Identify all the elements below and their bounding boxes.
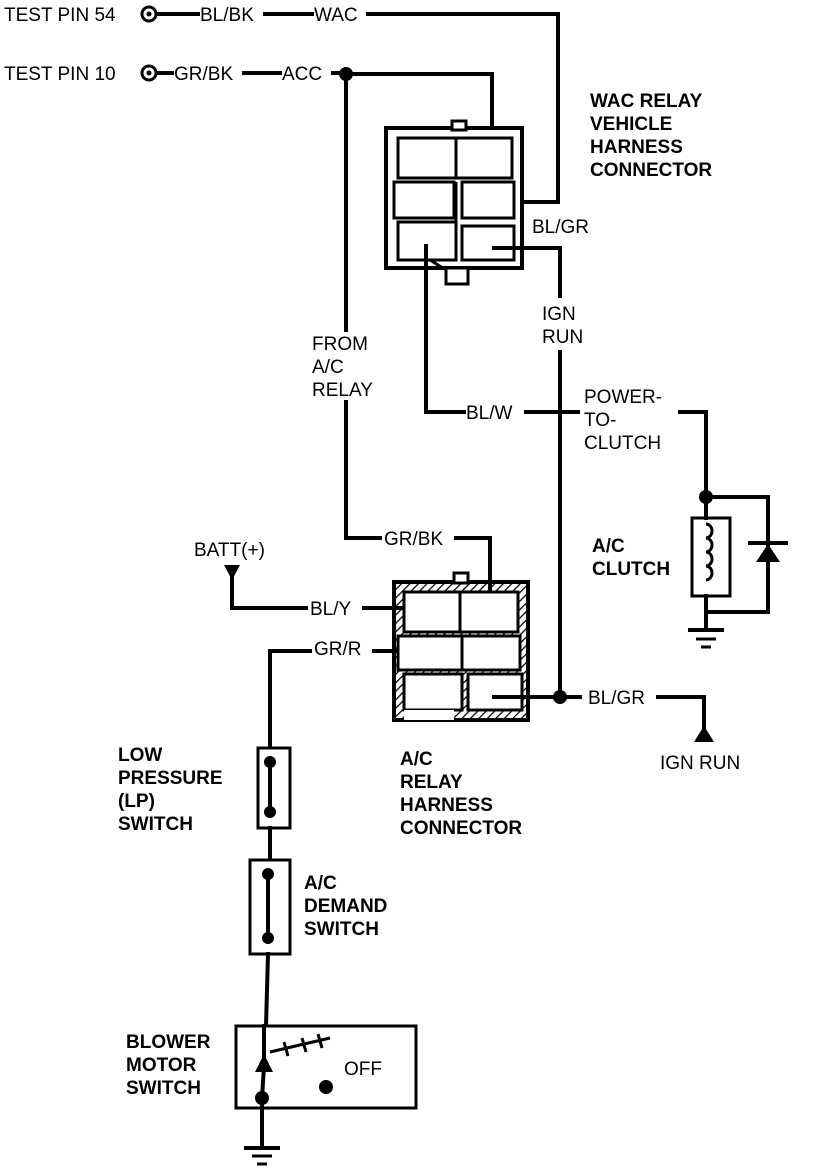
- gr-bk-mid-label: GR/BK: [384, 529, 443, 550]
- ac-relay-connector: [392, 571, 530, 722]
- lp-switch-line4: SWITCH: [118, 814, 193, 835]
- ac-demand-switch: [248, 858, 292, 1029]
- ac-clutch-line2: CLUTCH: [592, 559, 670, 580]
- wac-relay-connector-line1: WAC RELAY: [590, 91, 703, 112]
- acc-label: ACC: [282, 64, 322, 85]
- battery-terminal-icon: [224, 565, 240, 580]
- test-pin-10-label: TEST PIN 10: [4, 64, 116, 85]
- power-to-clutch-line3: CLUTCH: [584, 433, 661, 454]
- blower-motor-switch-line3: SWITCH: [126, 1078, 201, 1099]
- lp-switch-line2: PRESSURE: [118, 768, 223, 789]
- power-to-clutch-line2: TO-: [584, 410, 616, 431]
- gr-bk-top-label: GR/BK: [174, 64, 233, 85]
- ign-run-bottom-label: IGN RUN: [660, 753, 740, 774]
- bl-bk-label: BL/BK: [200, 5, 254, 26]
- diode-icon: [756, 544, 780, 562]
- batt-label: BATT(+): [194, 540, 265, 561]
- wac-relay-connector-line3: HARNESS: [590, 137, 683, 158]
- ac-demand-switch-line3: SWITCH: [304, 919, 379, 940]
- power-to-clutch-line1: POWER-: [584, 387, 662, 408]
- bl-y-label: BL/Y: [310, 599, 352, 620]
- ac-relay-connector-line1: A/C: [400, 749, 433, 770]
- ign-run-wire-line1: IGN: [542, 304, 576, 325]
- off-label: OFF: [344, 1059, 382, 1080]
- ac-demand-switch-line1: A/C: [304, 873, 337, 894]
- test-pin-54: TEST PIN 54 BL/BK WAC: [4, 5, 560, 204]
- ign-run-terminal-icon: [694, 726, 714, 742]
- bl-gr-top-label: BL/GR: [532, 217, 589, 238]
- ac-clutch: [688, 490, 788, 649]
- blower-motor-switch-line1: BLOWER: [126, 1032, 211, 1053]
- switch-arrow-icon: [255, 1054, 273, 1072]
- test-pin-54-label: TEST PIN 54: [4, 5, 116, 26]
- lp-switch: [256, 746, 292, 862]
- from-ac-relay-line1: FROM: [312, 334, 368, 355]
- gr-r-label: GR/R: [314, 639, 362, 660]
- bl-w-label: BL/W: [466, 403, 513, 424]
- from-ac-relay-line3: RELAY: [312, 380, 373, 401]
- wac-relay-connector-line4: CONNECTOR: [590, 160, 712, 181]
- blower-motor-switch: [234, 1024, 418, 1166]
- lp-switch-line1: LOW: [118, 745, 162, 766]
- ign-run-splice: [553, 690, 567, 704]
- ac-clutch-line1: A/C: [592, 536, 625, 557]
- lp-switch-line3: (LP): [118, 791, 155, 812]
- ac-demand-switch-line2: DEMAND: [304, 896, 387, 917]
- test-pin-10: TEST PIN 10 GR/BK ACC: [4, 64, 494, 540]
- wac-relay-connector: [384, 119, 524, 286]
- wac-label: WAC: [314, 5, 358, 26]
- ign-run-wire-line2: RUN: [542, 327, 583, 348]
- from-ac-relay-line2: A/C: [312, 357, 344, 378]
- ac-relay-connector-line3: HARNESS: [400, 795, 493, 816]
- ac-relay-connector-line2: RELAY: [400, 772, 463, 793]
- wac-relay-connector-line2: VEHICLE: [590, 114, 672, 135]
- clutch-coil-icon: [705, 522, 714, 582]
- blower-motor-switch-line2: MOTOR: [126, 1055, 197, 1076]
- bl-gr-bottom-label: BL/GR: [588, 688, 645, 709]
- ac-relay-connector-line4: CONNECTOR: [400, 818, 522, 839]
